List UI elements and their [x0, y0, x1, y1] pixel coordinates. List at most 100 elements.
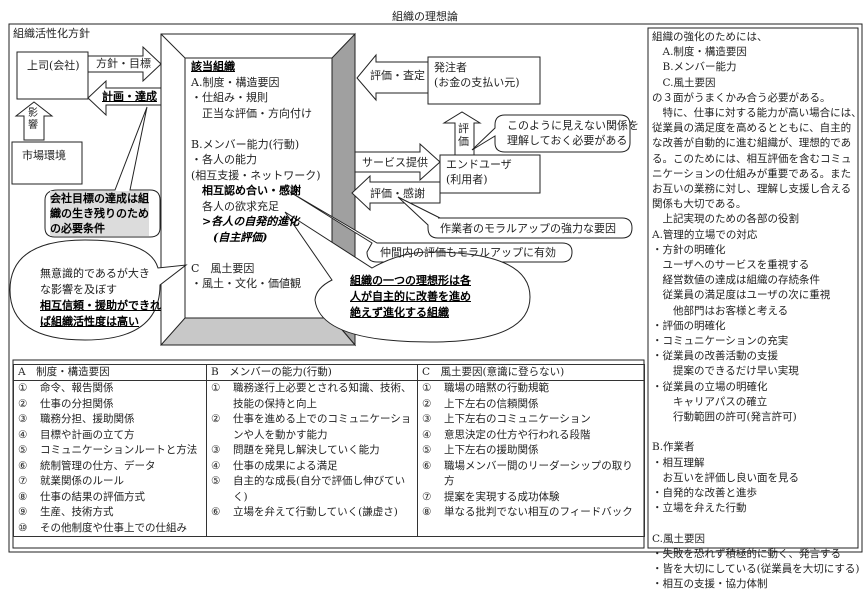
- eval-label: 評価: [458, 122, 469, 148]
- item-number: ②: [18, 397, 28, 410]
- org-line: ・風土・文化・価値観: [191, 277, 301, 290]
- item-number: ⑦: [18, 475, 28, 487]
- item-text: 仕事の結果の評価方式: [40, 490, 145, 503]
- arrow-thanks: [351, 174, 441, 212]
- service-label: サービス提供: [362, 156, 428, 169]
- panel-line: ・相互理解: [652, 456, 705, 469]
- client-name: 発注者: [434, 61, 467, 74]
- item-number: ⑤: [211, 475, 221, 487]
- item-text: 上下左右のコミュニケーション: [444, 413, 591, 425]
- org-inner-box: [184, 57, 333, 319]
- callout-company: 会社目標の達成は組 織の生き残りのため の必要条件: [50, 191, 149, 236]
- panel-line: ・従業員の立場の明確化: [652, 380, 768, 393]
- item-number: ③: [18, 413, 28, 425]
- callout-invisible: このように見えない関係を 理解しておく必要がある: [507, 118, 639, 148]
- col-header-c: C 風土要因(意識に登らない): [417, 364, 645, 381]
- item-number: ③: [422, 413, 432, 425]
- callout-line: 人が自主的に改善を進め: [350, 290, 471, 303]
- left-panel-label: 組織活性化方針: [13, 27, 90, 40]
- table-item: ⑤ 上下左右の援助関係: [422, 443, 640, 459]
- panel-line: B.作業者: [652, 441, 695, 454]
- enduser-sub: (利用者): [446, 173, 488, 186]
- right-panel-text: 組織の強化のためには、 A.制度・構造要因 B.メンバー能力 C.風土要因の３面…: [652, 30, 862, 592]
- panel-line: ・失敗を恐れず積極的に動く、発言する: [652, 547, 841, 560]
- callout-invisible-shape: [471, 114, 631, 153]
- panel-line: 提案のできるだけ早い実現: [652, 365, 799, 378]
- influence-label: 影響: [28, 108, 38, 131]
- item-number: ⑤: [422, 444, 432, 456]
- callout-line: ば組織活性度は高い: [40, 315, 139, 328]
- item-text: 統制管理の仕方、データ: [40, 459, 156, 472]
- panel-line: 他部門はお客様と考える: [652, 304, 789, 317]
- item-text: 上下左右の信頼関係: [444, 397, 539, 410]
- frame-edge: [160, 33, 186, 59]
- callout-peer-shape: [289, 191, 573, 263]
- org-frame-shade-bottom: [159, 317, 357, 346]
- item-text: 立場を弁えて行動していく(謙虚さ): [233, 506, 398, 518]
- market-label: 市場環境: [22, 149, 66, 162]
- callout-line: 相互信頼・援助ができれ: [40, 299, 161, 312]
- item-text: 職場の暗黙の行動規範: [444, 382, 549, 394]
- panel-line: お互いを評価し良い面を見る: [652, 471, 799, 484]
- panel-line: A.制度・構造要因: [652, 46, 747, 59]
- table-item: ③ 上下左右のコミュニケーション: [422, 412, 640, 428]
- item-text: 仕事を進める上でのコミュニケーションや人を動かす能力: [233, 413, 412, 441]
- item-number: ④: [18, 428, 28, 441]
- item-number: ⑩: [18, 521, 28, 534]
- callout-line: 無意識的であるが大き: [40, 267, 150, 280]
- org-line: >各人の自発的進化: [191, 215, 300, 228]
- item-text: コミュニケーションルートと方法: [40, 444, 198, 456]
- org-line: 相互認め合い・感謝: [191, 184, 301, 197]
- panel-line: A.管理的立場での対応: [652, 228, 758, 241]
- callout-line: 織の生き残りのため: [50, 207, 149, 220]
- client-box: [427, 56, 541, 105]
- item-number: ⑤: [18, 444, 28, 456]
- item-number: ①: [18, 382, 28, 394]
- enduser-name: エンドユーザ: [446, 158, 512, 171]
- assess-label: 評価・査定: [370, 69, 425, 82]
- page-title: 組織の理想論: [392, 10, 458, 23]
- callout-peer: 仲間内の評価もモラルアップに有効: [380, 246, 556, 259]
- item-number: ⑧: [422, 506, 432, 518]
- item-number: ⑦: [422, 490, 432, 503]
- item-number: ③: [211, 444, 221, 456]
- panel-line: 関係も大切である。: [652, 198, 747, 211]
- arrow-influence: [14, 101, 54, 141]
- table-item: ⑥ 統制管理の仕方、データ: [18, 459, 202, 475]
- panel-line: ・相互の支援・協力体制: [652, 578, 768, 591]
- item-number: ④: [422, 428, 432, 441]
- item-text: 職務遂行上必要とされる知識、技術、技能の保持と向上: [233, 382, 412, 410]
- item-number: ⑥: [18, 459, 28, 472]
- panel-line: ・皆を大切にしている(従業員を大切にする): [652, 563, 860, 576]
- table-item: ⑤ コミュニケーションルートと方法: [18, 443, 202, 459]
- item-text: 上下左右の援助関係: [444, 444, 539, 456]
- panel-line: の３面がうまくかみ合う必要がある。: [652, 91, 831, 104]
- item-number: ①: [211, 382, 221, 394]
- item-text: 生産、技術方式: [40, 506, 114, 518]
- callout-line: 理解しておく必要がある: [507, 134, 628, 147]
- table-header-row: A 制度・構造要因 B メンバーの能力(行動) C 風土要因(意識に登らない): [13, 364, 645, 381]
- panel-line: る。このためには、相互評価を含むコミュ: [652, 152, 852, 165]
- org-heading: 該当組織: [191, 60, 235, 73]
- plan-label: 計画・達成: [102, 90, 157, 103]
- org-line: ・各人の能力: [191, 153, 257, 166]
- callout-culture: 無意識的であるが大き な影響を及ぼす 相互信頼・援助ができれ ば組織活性度は高い: [40, 266, 161, 330]
- panel-line: ・自発的な改善と進歩: [652, 487, 757, 500]
- callout-line: な影響を及ぼす: [40, 283, 117, 296]
